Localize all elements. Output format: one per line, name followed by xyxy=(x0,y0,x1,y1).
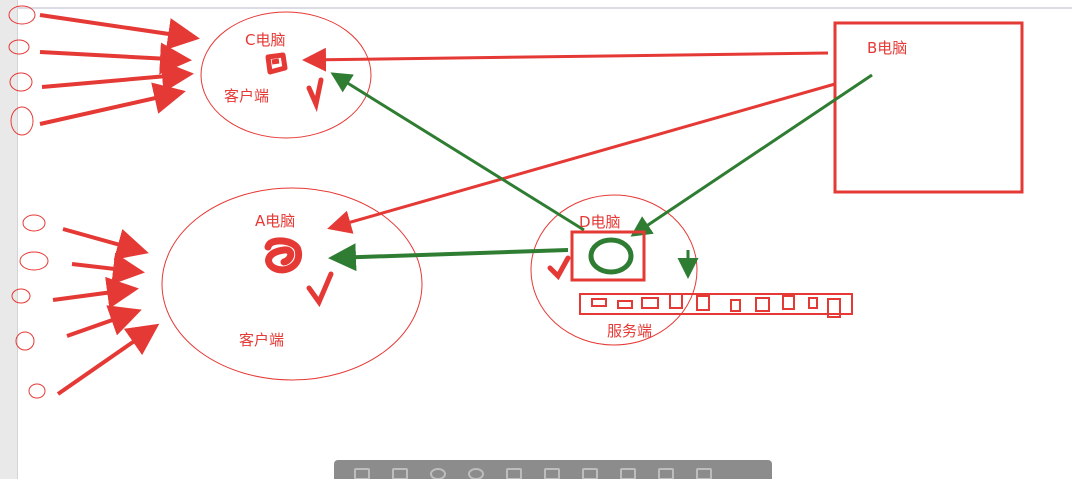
b-computer-box xyxy=(833,21,1024,194)
undo-icon[interactable] xyxy=(658,467,674,479)
save-icon[interactable] xyxy=(544,467,560,479)
a-scribble xyxy=(264,237,303,274)
a-computer-label: A电脑 xyxy=(255,212,295,230)
arrow xyxy=(41,60,194,93)
a-peer-ellipses xyxy=(11,214,49,399)
arrow xyxy=(39,82,186,126)
peer-ellipse xyxy=(15,331,35,351)
arrow-b-to-c xyxy=(302,47,829,72)
c-scribble xyxy=(265,52,288,75)
arrow xyxy=(66,305,142,338)
peer-ellipse xyxy=(28,383,46,399)
peer-ellipse xyxy=(8,39,30,55)
arrow-d-to-c xyxy=(330,72,585,232)
peer-ellipse xyxy=(11,288,31,304)
c-role-label: 客户端 xyxy=(224,87,269,105)
d-checkmark xyxy=(547,255,571,281)
arrow xyxy=(52,276,139,309)
pin-icon[interactable] xyxy=(696,467,712,479)
left-gutter xyxy=(0,0,18,479)
peer-ellipse xyxy=(9,72,33,92)
c-peer-ellipses xyxy=(8,5,36,136)
arrow xyxy=(71,252,145,285)
a-checkmark xyxy=(306,271,334,308)
d-inner-box xyxy=(570,230,646,282)
arrow-b-to-a xyxy=(327,82,836,234)
arrows-into-a xyxy=(52,227,160,396)
d-green-circle xyxy=(588,237,634,275)
c-computer-label: C电脑 xyxy=(245,31,285,49)
a-role-label: 客户端 xyxy=(239,331,284,349)
peer-ellipse xyxy=(8,5,36,25)
zoom-icon[interactable] xyxy=(468,467,484,479)
server-bar xyxy=(579,293,853,318)
rectangle-icon[interactable] xyxy=(392,467,408,479)
bottom-toolbar xyxy=(334,460,772,479)
layout-icon[interactable] xyxy=(620,467,636,479)
arrow-icon[interactable] xyxy=(506,467,522,479)
arrow xyxy=(39,13,200,50)
grid-icon[interactable] xyxy=(582,467,598,479)
arrow xyxy=(39,42,192,75)
arrow-b-to-d xyxy=(630,73,873,237)
d-role-label: 服务端 xyxy=(607,322,652,340)
a-computer-circle xyxy=(161,187,423,381)
arrows-into-c xyxy=(39,13,200,126)
arrow xyxy=(62,227,149,260)
d-computer-label: D电脑 xyxy=(579,213,621,231)
peer-ellipse xyxy=(22,214,46,232)
pen-icon[interactable] xyxy=(354,467,370,479)
c-computer-circle xyxy=(200,11,372,139)
top-rule xyxy=(17,7,1072,9)
arrow xyxy=(56,323,160,396)
arrow-d-to-a xyxy=(328,243,569,272)
peer-ellipse xyxy=(10,106,34,136)
b-computer-label: B电脑 xyxy=(867,39,907,57)
peer-ellipse xyxy=(19,251,49,271)
circle-icon[interactable] xyxy=(430,467,446,479)
c-checkmark xyxy=(306,77,324,113)
